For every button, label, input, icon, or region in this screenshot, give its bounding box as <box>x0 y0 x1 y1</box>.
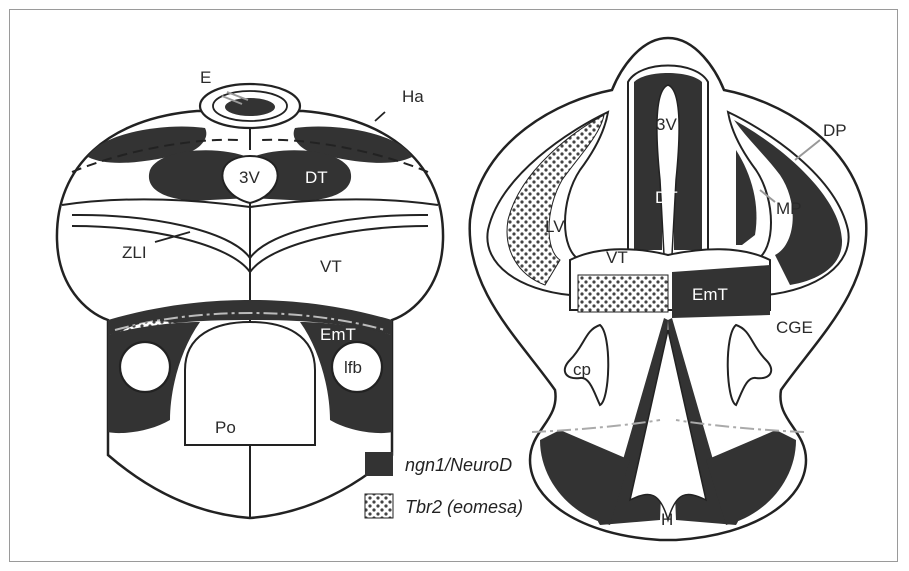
legend-swatch-tbr2 <box>365 494 393 518</box>
lfb-left <box>120 342 170 392</box>
label-lfb: lfb <box>344 358 362 377</box>
label-DT-right: DT <box>655 188 678 207</box>
label-LV: LV <box>545 217 565 236</box>
left-section: E Ha 3V DT ZLI VT EmT lfb Po <box>57 68 443 518</box>
legend-label-tbr2: Tbr2 (eomesa) <box>405 497 523 517</box>
label-EmT-right: EmT <box>692 285 728 304</box>
label-ZLI: ZLI <box>122 243 147 262</box>
label-Po: Po <box>215 418 236 437</box>
right-section: 3V DT DP MP LV VT EmT CGE cp H <box>470 38 867 540</box>
label-VT-left: VT <box>320 257 342 276</box>
legend-swatch-ngn1 <box>365 452 393 476</box>
label-MP: MP <box>776 199 802 218</box>
label-CGE: CGE <box>776 318 813 337</box>
preoptic-area <box>185 322 315 445</box>
label-EmT-left: EmT <box>320 325 356 344</box>
legend-label-ngn1: ngn1/NeuroD <box>405 455 512 475</box>
legend: ngn1/NeuroD Tbr2 (eomesa) <box>365 452 523 518</box>
label-DT-left: DT <box>305 168 328 187</box>
label-3V-right: 3V <box>656 115 677 134</box>
label-VT-right: VT <box>606 248 628 267</box>
label-DP: DP <box>823 121 847 140</box>
epiphysis <box>200 84 300 128</box>
label-3V-left: 3V <box>239 168 260 187</box>
label-E: E <box>200 68 211 87</box>
label-H: H <box>661 510 673 529</box>
label-Ha: Ha <box>402 87 424 106</box>
tbr2-vt <box>578 275 668 312</box>
label-cp: cp <box>573 360 591 379</box>
